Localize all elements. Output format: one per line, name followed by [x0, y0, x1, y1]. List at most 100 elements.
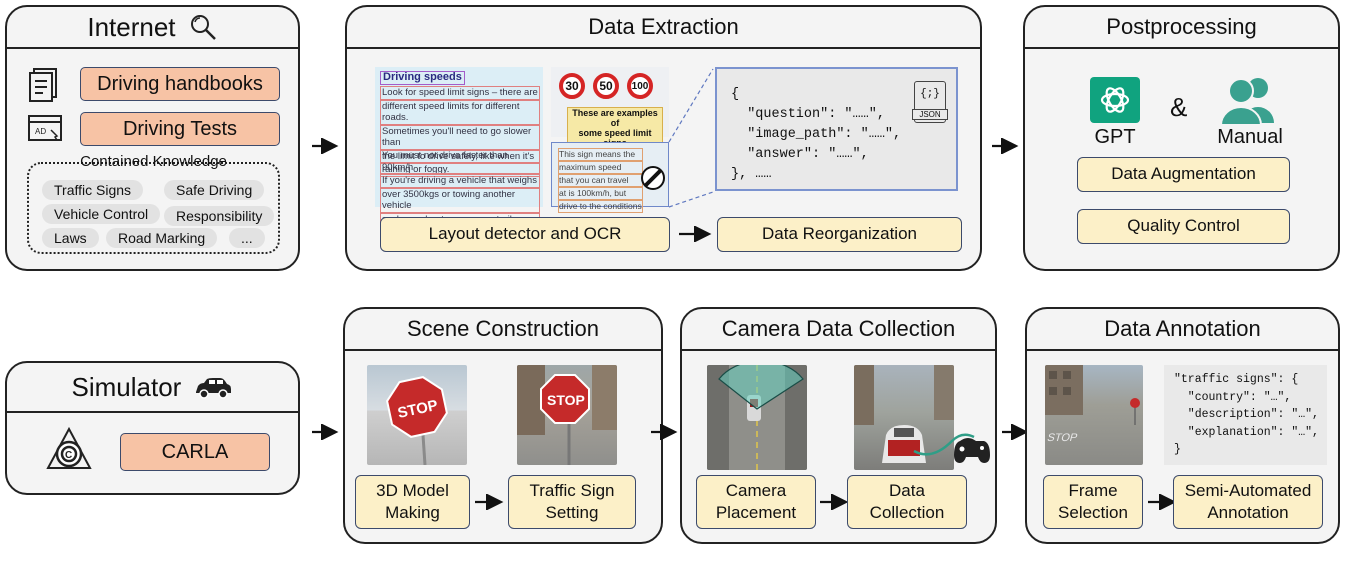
- data-extraction-panel: Data Extraction Driving speeds Look for …: [345, 5, 982, 271]
- knowledge-pill-vehicle-control: Vehicle Control: [42, 204, 161, 224]
- browser-ad-icon: AD: [28, 115, 62, 141]
- doc-line: If you're driving a vehicle that weighs: [380, 174, 540, 188]
- driving-tests-box: Driving Tests: [80, 112, 280, 146]
- data-annotation-panel: Data Annotation STOP "traffic signs": { …: [1025, 307, 1340, 544]
- knowledge-title: Contained Knowledge: [80, 153, 227, 170]
- sign-text-line: that you can travel: [558, 174, 643, 187]
- speed-limit-sign-50: 50: [593, 73, 619, 99]
- top-down-camera-image: [707, 365, 807, 470]
- arrow-scene-to-camera: [651, 424, 678, 440]
- arrow-camera-to-annotation: [1002, 424, 1029, 440]
- internet-title-text: Internet: [87, 12, 176, 42]
- data-augmentation-box: Data Augmentation: [1077, 157, 1290, 192]
- arrow-ocr-to-reorganization: [679, 226, 712, 242]
- doc-heading: Driving speeds: [380, 71, 465, 85]
- camera-data-collection-title: Camera Data Collection: [682, 309, 995, 351]
- knowledge-pill-more: ...: [229, 228, 265, 248]
- knowledge-pill-road-marking: Road Marking: [106, 228, 218, 248]
- carla-box: CARLA: [120, 433, 270, 471]
- data-extraction-title: Data Extraction: [347, 7, 980, 49]
- sign-text-line: This sign means the: [558, 148, 643, 161]
- json-file-icon-label: JSON: [912, 109, 948, 120]
- knowledge-pill-responsibility: Responsibility: [164, 206, 275, 226]
- frame-selection-box: Frame Selection: [1043, 475, 1143, 529]
- search-icon: [190, 15, 216, 40]
- driving-handbooks-box: Driving handbooks: [80, 67, 280, 101]
- sign-caption-line-1: These are examples of: [572, 108, 658, 128]
- json-file-icon: {;} JSON: [912, 81, 948, 123]
- sign-text-line: drive to the conditions: [558, 200, 643, 213]
- code-line: "traffic signs": {: [1174, 373, 1299, 386]
- annotation-code-box: "traffic signs": { "country": "…", "desc…: [1164, 365, 1327, 465]
- json-line: {: [731, 87, 740, 102]
- doc-line: You must not drive faster than 90km/h: [380, 149, 540, 174]
- postprocessing-panel: Postprocessing GPT & Manual Data Augment…: [1023, 5, 1340, 271]
- doc-line: Sometimes you'll need to go slower than: [380, 124, 540, 150]
- sign-text-line: maximum speed: [558, 161, 643, 174]
- arrow-simulator-to-scene: [312, 424, 339, 440]
- stop-text-2: STOP: [547, 392, 585, 408]
- code-line: "explanation": "…",: [1174, 425, 1319, 439]
- json-file-icon-glyph: {;}: [920, 88, 940, 100]
- doc-line: over 3500kgs or towing another vehicle: [380, 187, 540, 213]
- camera-data-collection-panel: Camera Data Collection Camera Placement …: [680, 307, 997, 544]
- code-line: "country": "…",: [1174, 390, 1292, 404]
- gpt-logo-icon: [1090, 77, 1140, 123]
- json-output-box: { "question": "……", "image_path": "……", …: [715, 67, 958, 191]
- carla-logo-icon: C: [46, 426, 92, 469]
- traffic-sign-setting-box: Traffic Sign Setting: [508, 475, 636, 529]
- gpt-label: GPT: [1094, 126, 1136, 148]
- speed-limit-sign-30: 30: [559, 73, 585, 99]
- doc-line: Look for speed limit signs – there are: [380, 86, 540, 100]
- national-speed-limit-sign: [641, 166, 665, 190]
- arrow-model-to-sign: [475, 494, 504, 510]
- code-line: "description": "…",: [1174, 408, 1319, 421]
- knowledge-pill-traffic-signs: Traffic Signs: [42, 180, 144, 200]
- arrow-frame-to-annotation: [1148, 494, 1177, 510]
- layout-detector-ocr-box: Layout detector and OCR: [380, 217, 670, 252]
- scene-construction-panel: Scene Construction STOP STOP 3D Model Ma…: [343, 307, 663, 544]
- stop-sign-street-image: STOP: [517, 365, 617, 465]
- manual-label: Manual: [1217, 126, 1283, 148]
- simulator-title: Simulator: [7, 363, 298, 413]
- knowledge-frame: Contained Knowledge: [27, 153, 280, 254]
- postprocessing-title: Postprocessing: [1025, 7, 1338, 49]
- document-icon: [29, 68, 57, 102]
- simulator-title-text: Simulator: [71, 372, 182, 402]
- sign-text-line: at is 100km/h, but: [558, 187, 643, 200]
- json-line: "image_path": "……",: [731, 127, 902, 142]
- car-icon: [196, 378, 232, 399]
- camera-placement-box: Camera Placement: [696, 475, 816, 529]
- json-line: "question": "……",: [731, 107, 885, 122]
- arrow-internet-to-extraction: [312, 138, 339, 154]
- quality-control-box: Quality Control: [1077, 209, 1290, 244]
- internet-panel: Internet Driving handbooks AD Driving Te…: [5, 5, 300, 271]
- frame-street-image: STOP: [1045, 365, 1143, 465]
- speed-limit-sign-100: 100: [627, 73, 653, 99]
- json-line: }, ……: [731, 167, 772, 182]
- svg-text:C: C: [65, 450, 72, 461]
- svg-text:AD: AD: [35, 127, 46, 136]
- data-reorganization-box: Data Reorganization: [717, 217, 962, 252]
- stop-sign-model-image: STOP: [367, 365, 467, 465]
- gamepad-icon: [913, 433, 990, 463]
- arrow-placement-to-collection: [820, 494, 849, 510]
- knowledge-pill-laws: Laws: [42, 228, 99, 248]
- ampersand: &: [1170, 92, 1188, 122]
- doc-line: different speed limits for different roa…: [380, 99, 540, 125]
- simulator-panel: Simulator C CARLA: [5, 361, 300, 495]
- handbook-page-image: Driving speeds Look for speed limit sign…: [375, 67, 543, 240]
- scene-construction-title: Scene Construction: [345, 309, 661, 351]
- road-stop-marking: STOP: [1046, 432, 1079, 444]
- data-annotation-title: Data Annotation: [1027, 309, 1338, 351]
- internet-title: Internet: [7, 7, 298, 49]
- code-line: }: [1174, 443, 1181, 456]
- json-line: "answer": "……",: [731, 147, 869, 162]
- users-icon: [1219, 78, 1274, 125]
- data-collection-box: Data Collection: [847, 475, 967, 529]
- zoom-connector-lines: [668, 68, 714, 208]
- semi-automated-annotation-box: Semi-Automated Annotation: [1173, 475, 1323, 529]
- 3d-model-making-box: 3D Model Making: [355, 475, 470, 529]
